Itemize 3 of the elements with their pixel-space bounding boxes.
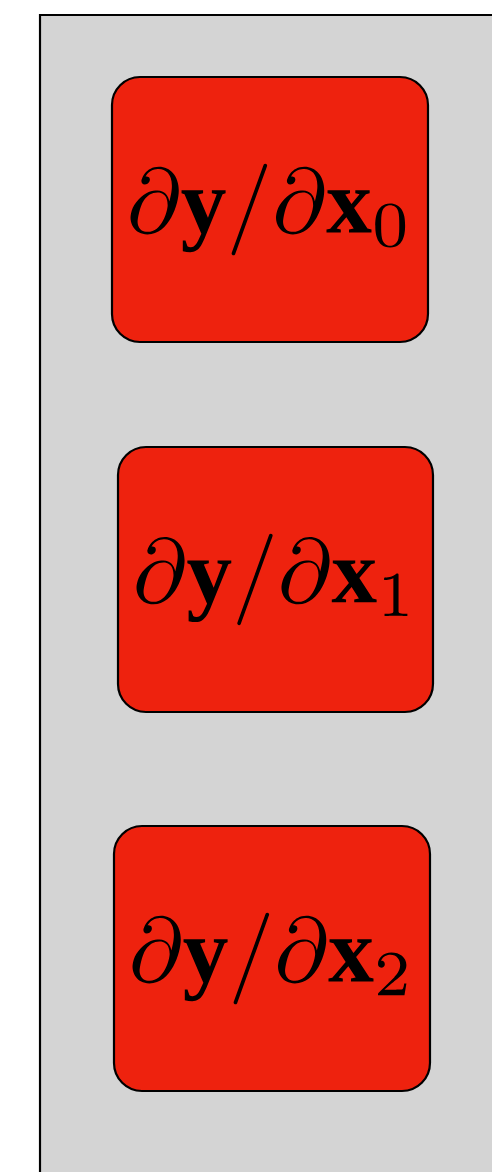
formula-box: $\partial \mathbf{y}/\partial \mathbf{x}_0$ [110, 75, 430, 344]
formula-box: $\partial \mathbf{y}/\partial \mathbf{x}_1$ [116, 445, 435, 714]
formula-box: $\partial \mathbf{y}/\partial \mathbf{x}_2$ [112, 824, 432, 1093]
